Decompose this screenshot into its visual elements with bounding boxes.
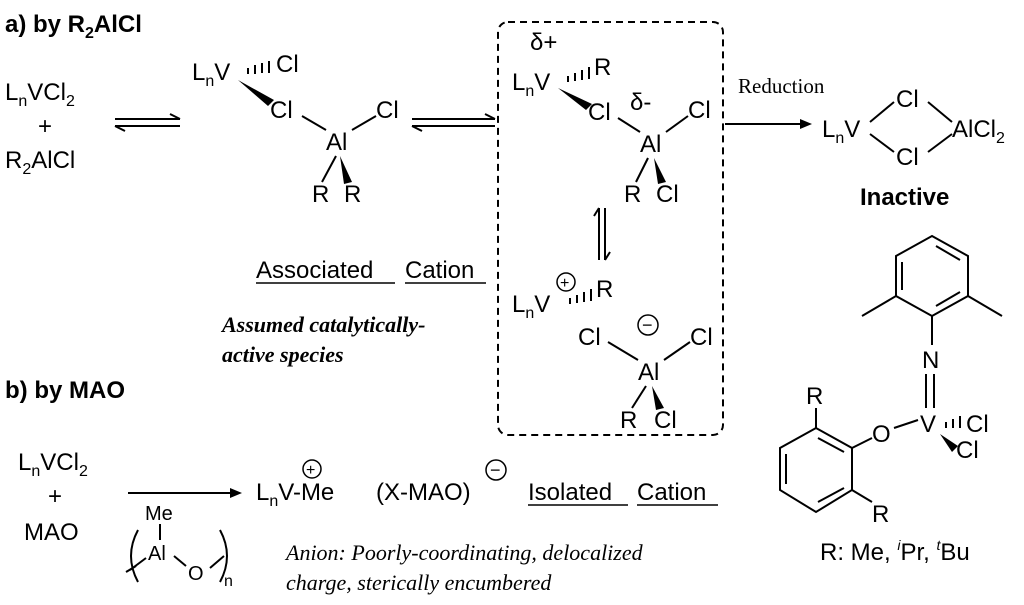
- associated-cation-label: Associated Cation: [256, 257, 486, 284]
- svg-text:+: +: [38, 113, 52, 140]
- svg-text:LnVCl2: LnVCl2: [18, 449, 88, 480]
- vertical-equilibrium: [593, 207, 611, 261]
- complex-2: δ+ LnV R Cl δ- Al Cl R Cl: [512, 29, 711, 208]
- inactive-complex: LnV Cl Cl AlCl2 Inactive: [822, 86, 1005, 211]
- svg-text:AlCl2: AlCl2: [952, 116, 1005, 147]
- svg-text:O: O: [872, 421, 891, 448]
- svg-text:−: −: [642, 315, 653, 335]
- svg-text:Cl: Cl: [578, 324, 601, 351]
- svg-text:Cl: Cl: [276, 51, 299, 78]
- section-b-title: b) by MAO: [5, 377, 125, 404]
- svg-text:R: R: [624, 181, 641, 208]
- svg-text:active species: active species: [222, 342, 344, 367]
- svg-text:Cl: Cl: [270, 97, 293, 124]
- svg-text:Isolated: Isolated: [528, 479, 612, 506]
- svg-text:Reduction: Reduction: [738, 74, 825, 98]
- svg-text:Inactive: Inactive: [860, 184, 949, 211]
- cation-charge-b-icon: [302, 459, 322, 479]
- svg-text:charge, sterically encumbered: charge, sterically encumbered: [286, 570, 552, 595]
- complex-3: LnV + R − Cl Al Cl R Cl: [512, 272, 713, 434]
- svg-text:Cl: Cl: [376, 97, 399, 124]
- svg-text:N: N: [922, 347, 939, 374]
- svg-text:LnVCl2: LnVCl2: [5, 79, 75, 110]
- svg-text:Cl: Cl: [688, 97, 711, 124]
- svg-text:R: R: [620, 407, 637, 434]
- svg-text:Cl: Cl: [588, 99, 611, 126]
- svg-text:MAO: MAO: [24, 519, 79, 546]
- svg-text:R: R: [872, 501, 889, 528]
- svg-text:Cl: Cl: [656, 181, 679, 208]
- svg-text:δ+: δ+: [530, 29, 557, 56]
- svg-text:R: R: [312, 181, 329, 208]
- mao-structure: Me Al O n: [125, 503, 233, 590]
- svg-text:−: −: [490, 460, 501, 480]
- svg-text:Al: Al: [148, 543, 166, 565]
- section-a-title: a) by R2AlCl: [5, 11, 142, 42]
- svg-text:δ-: δ-: [630, 89, 651, 116]
- svg-text:R: R: [344, 181, 361, 208]
- svg-text:Anion: Poorly-coordinating, de: Anion: Poorly-coordinating, delocalized: [284, 540, 644, 565]
- r-substituent-legend: R: Me, iPr, tBu: [820, 537, 970, 566]
- cation-charge-icon: [556, 272, 576, 292]
- svg-text:Cl: Cl: [654, 407, 677, 434]
- svg-text:LnV-Me: LnV-Me: [256, 479, 334, 510]
- product-b: LnV-Me + (X-MAO) −: [256, 459, 507, 510]
- svg-text:Associated: Associated: [256, 257, 373, 284]
- svg-text:+: +: [560, 275, 569, 292]
- anion-charge-icon: [637, 314, 659, 336]
- reduction-arrow: Reduction: [725, 74, 825, 129]
- reactants-b: LnVCl2 + MAO: [18, 449, 88, 546]
- svg-text:LnV: LnV: [512, 69, 550, 100]
- svg-text:Al: Al: [640, 131, 661, 158]
- svg-text:R: R: [596, 276, 613, 303]
- svg-text:Assumed catalytically-: Assumed catalytically-: [220, 312, 425, 337]
- svg-text:LnV: LnV: [822, 116, 860, 147]
- svg-text:R: R: [806, 383, 823, 410]
- svg-text:R2AlCl: R2AlCl: [5, 147, 75, 178]
- svg-text:R: R: [594, 54, 611, 81]
- svg-text:Cation: Cation: [405, 257, 474, 284]
- svg-text:V: V: [920, 411, 936, 438]
- svg-text:(X-MAO): (X-MAO): [376, 479, 471, 506]
- anion-charge-b-icon: [485, 459, 507, 481]
- complex-1: LnV Cl Cl Al Cl R R: [192, 51, 399, 208]
- equilibrium-arrow-2: [411, 113, 496, 132]
- assumed-active-label: Assumed catalytically- active species: [220, 312, 425, 367]
- mao-arrow: [128, 488, 242, 498]
- svg-text:Cl: Cl: [956, 437, 979, 464]
- equilibrium-arrow-1: [114, 113, 181, 132]
- svg-text:Al: Al: [326, 129, 347, 156]
- isolated-cation-label: Isolated Cation: [528, 479, 718, 506]
- svg-text:+: +: [306, 462, 315, 479]
- anion-description: Anion: Poorly-coordinating, delocalized …: [284, 540, 644, 595]
- svg-text:Cl: Cl: [896, 86, 919, 113]
- svg-text:Cl: Cl: [966, 411, 989, 438]
- reactants-a: LnVCl2 + R2AlCl: [5, 79, 75, 178]
- svg-text:+: +: [48, 483, 62, 510]
- svg-text:Al: Al: [638, 359, 659, 386]
- catalyst-structure: N V Cl Cl O R R: [779, 234, 1003, 528]
- svg-text:O: O: [188, 563, 204, 585]
- svg-text:n: n: [224, 573, 233, 590]
- svg-text:Cl: Cl: [690, 324, 713, 351]
- svg-text:Cl: Cl: [896, 144, 919, 171]
- svg-text:Cation: Cation: [637, 479, 706, 506]
- active-species-box: [497, 21, 724, 436]
- svg-text:LnV: LnV: [512, 291, 550, 322]
- svg-text:LnV: LnV: [192, 59, 230, 90]
- svg-text:Me: Me: [145, 503, 173, 525]
